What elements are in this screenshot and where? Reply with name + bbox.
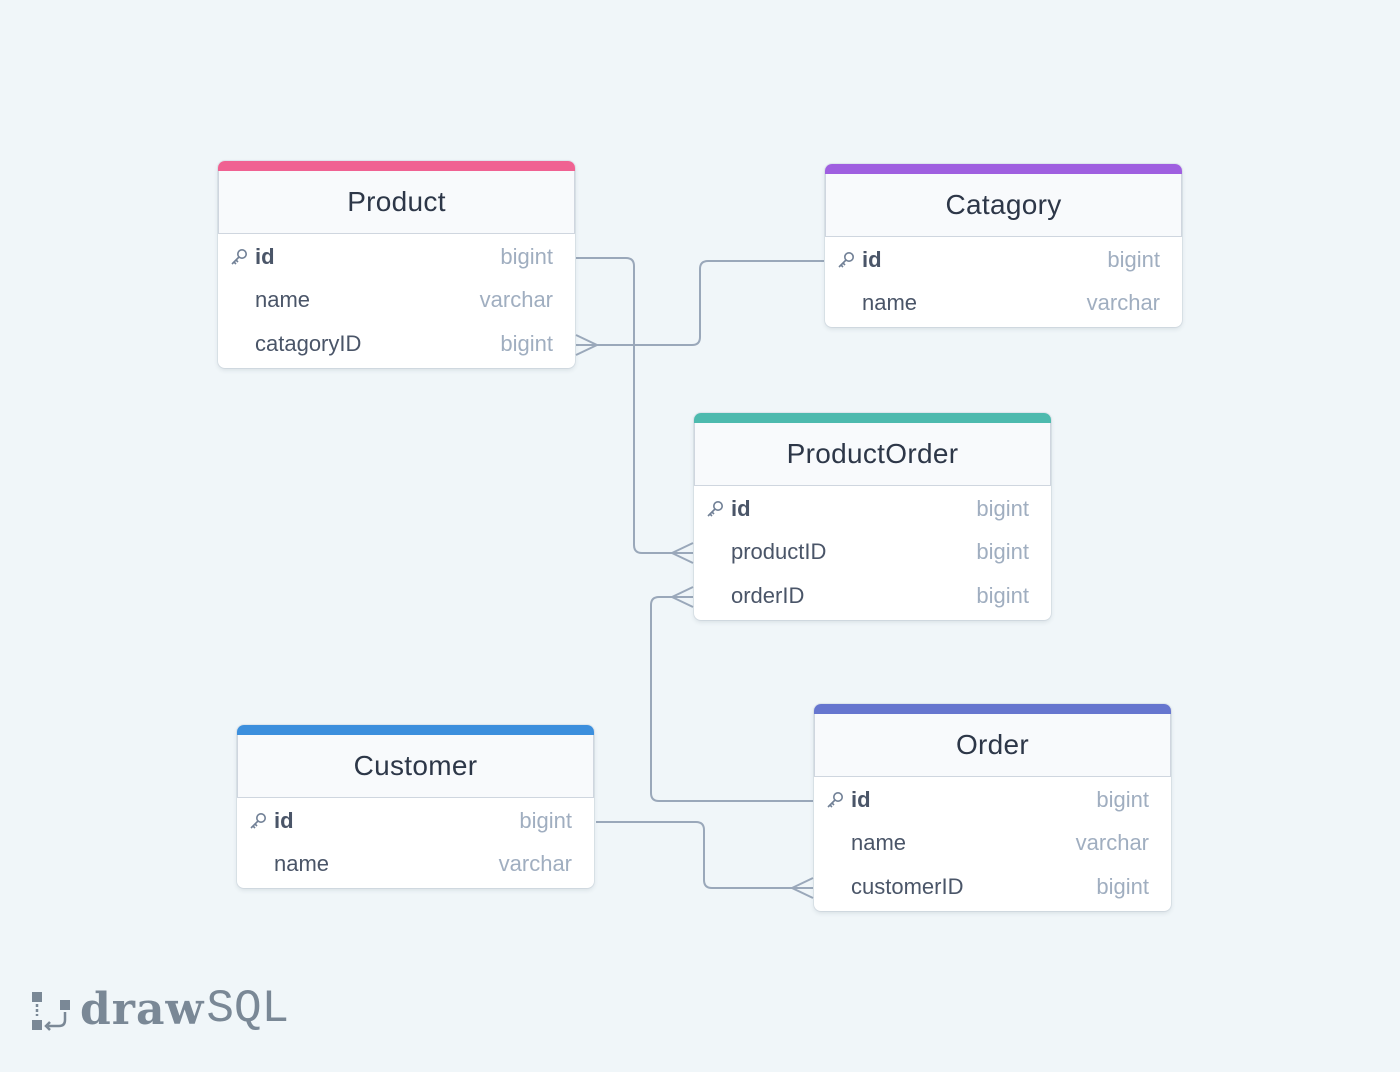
- table-title[interactable]: Customer: [237, 735, 594, 798]
- primary-key-icon: [705, 499, 725, 519]
- column-name: name: [255, 287, 311, 313]
- table-order[interactable]: Order id bigint name varchar customerID bigint: [814, 704, 1171, 911]
- table-title[interactable]: Product: [218, 171, 575, 234]
- primary-key-icon: [825, 790, 845, 810]
- column-row[interactable]: name varchar: [814, 822, 1171, 866]
- relation-catagory-product: [576, 260, 824, 346]
- drawsql-logo: draw SQL: [30, 983, 290, 1035]
- logo-text-sql: SQL: [206, 983, 290, 1035]
- drawsql-logo-icon: [32, 992, 70, 1031]
- column-name: id: [731, 495, 751, 521]
- table-product[interactable]: Product id bigint name varchar catagoryID bigi…: [218, 161, 575, 368]
- crowfoot-product-catagoryid: [575, 334, 598, 356]
- column-type: bigint: [976, 495, 1029, 521]
- logo-text-draw: draw: [80, 983, 205, 1035]
- column-row[interactable]: id bigint: [694, 487, 1051, 531]
- column-row[interactable]: name varchar: [237, 843, 594, 887]
- column-type: varchar: [1086, 290, 1160, 316]
- column-row[interactable]: id bigint: [218, 235, 575, 279]
- table-customer[interactable]: Customer id bigint name varchar: [237, 725, 594, 888]
- column-name: id: [274, 807, 294, 833]
- column-name: customerID: [851, 873, 964, 899]
- column-list: id bigint name varchar catagoryID bigint: [218, 234, 575, 368]
- table-color-bar: [218, 161, 575, 171]
- column-list: id bigint name varchar: [237, 798, 594, 888]
- table-color-bar: [694, 413, 1051, 423]
- column-name: orderID: [731, 582, 805, 608]
- table-color-bar: [825, 164, 1182, 174]
- column-name: id: [851, 786, 871, 812]
- column-row[interactable]: id bigint: [237, 799, 594, 843]
- table-title[interactable]: Order: [814, 714, 1171, 777]
- column-list: id bigint productID bigint orderID bigint: [694, 486, 1051, 620]
- column-type: bigint: [519, 807, 572, 833]
- crowfoot-order-customerid: [791, 877, 814, 899]
- column-row[interactable]: id bigint: [825, 238, 1182, 282]
- column-type: bigint: [500, 243, 553, 269]
- column-type: bigint: [1096, 873, 1149, 899]
- table-color-bar: [237, 725, 594, 735]
- column-row[interactable]: id bigint: [814, 778, 1171, 822]
- column-type: varchar: [498, 851, 572, 877]
- column-type: bigint: [500, 330, 553, 356]
- column-type: bigint: [976, 539, 1029, 565]
- column-type: varchar: [1075, 830, 1149, 856]
- primary-key-icon: [248, 811, 268, 831]
- column-type: bigint: [1107, 246, 1160, 272]
- column-row[interactable]: productID bigint: [694, 531, 1051, 575]
- table-catagory[interactable]: Catagory id bigint name varchar: [825, 164, 1182, 327]
- crowfoot-productorder-orderid: [671, 586, 694, 608]
- column-list: id bigint name varchar customerID bigint: [814, 777, 1171, 911]
- column-row[interactable]: orderID bigint: [694, 574, 1051, 618]
- column-name: id: [255, 243, 275, 269]
- column-type: bigint: [1096, 786, 1149, 812]
- column-name: name: [274, 851, 330, 877]
- primary-key-icon: [836, 250, 856, 270]
- table-title[interactable]: Catagory: [825, 174, 1182, 237]
- relation-customer-order: [596, 821, 813, 889]
- relation-product-productorder: [576, 257, 693, 554]
- primary-key-icon: [229, 247, 249, 267]
- column-list: id bigint name varchar: [825, 237, 1182, 327]
- column-row[interactable]: catagoryID bigint: [218, 322, 575, 366]
- table-title[interactable]: ProductOrder: [694, 423, 1051, 486]
- table-color-bar: [814, 704, 1171, 714]
- relation-order-productorder: [650, 596, 813, 802]
- column-type: varchar: [479, 287, 553, 313]
- column-name: name: [851, 830, 907, 856]
- column-row[interactable]: customerID bigint: [814, 865, 1171, 909]
- crowfoot-productorder-productid: [671, 542, 694, 564]
- column-row[interactable]: name varchar: [825, 282, 1182, 326]
- column-type: bigint: [976, 582, 1029, 608]
- column-name: productID: [731, 539, 827, 565]
- column-row[interactable]: name varchar: [218, 279, 575, 323]
- column-name: name: [862, 290, 918, 316]
- column-name: id: [862, 246, 882, 272]
- column-name: catagoryID: [255, 330, 362, 356]
